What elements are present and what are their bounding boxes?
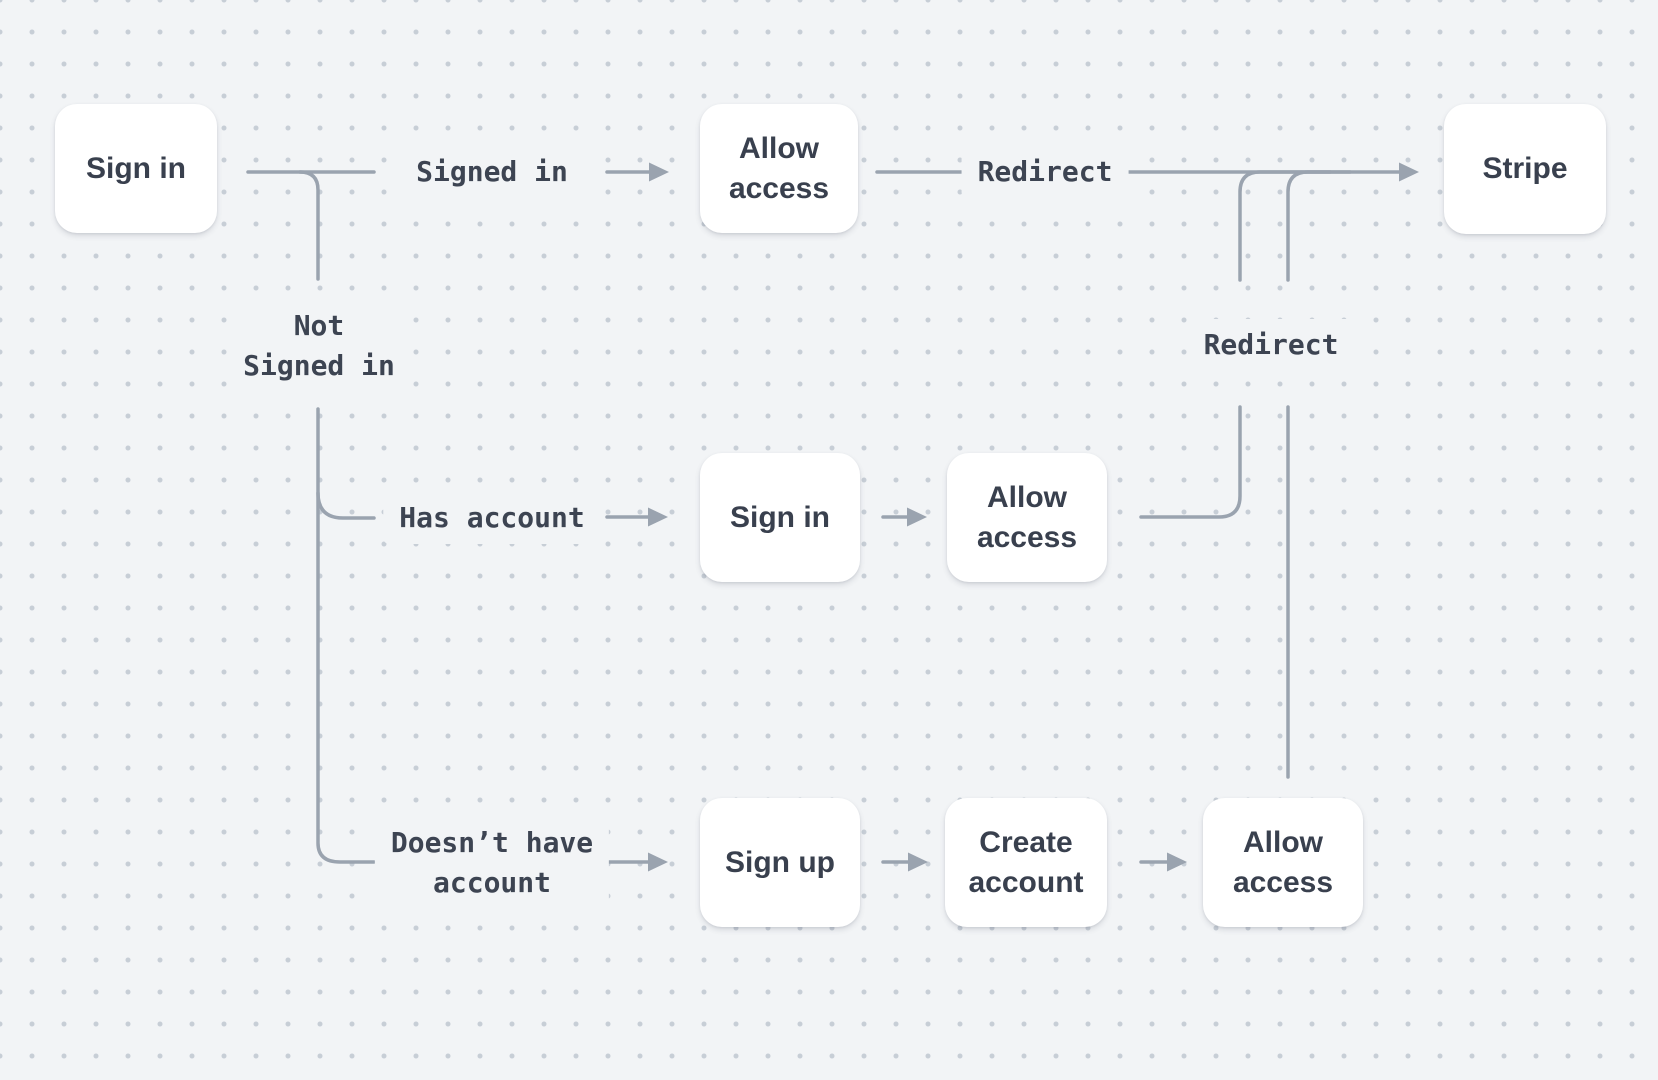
node-stripe[interactable]: Stripe (1444, 104, 1606, 234)
node-label-allow-access-returning: Allow access (976, 480, 1078, 554)
node-create-account[interactable]: Create account (945, 798, 1107, 927)
label-redirect-top[interactable]: Redirect (961, 146, 1129, 198)
node-label-allow-access-top: Allow access (728, 131, 830, 205)
label-signed-in[interactable]: Signed in (400, 146, 584, 198)
label-has-account[interactable]: Has account (383, 492, 601, 544)
edge-arrowhead-6[interactable] (1167, 852, 1187, 872)
edge-path-6[interactable] (1286, 170, 1352, 282)
edge-arrowhead-3[interactable] (907, 507, 927, 527)
node-label-sign-up: Sign up (725, 845, 835, 879)
node-sign-in-start[interactable]: Sign in (55, 104, 217, 233)
node-sign-up[interactable]: Sign up (700, 798, 860, 927)
edge-arrowhead-0[interactable] (649, 162, 669, 182)
label-doesnt-have[interactable]: Doesn’t have account (374, 817, 610, 909)
node-label-stripe: Stripe (1482, 152, 1568, 185)
edge-path-7[interactable] (316, 407, 376, 864)
edge-arrowhead-5[interactable] (908, 852, 928, 872)
edge-path-5[interactable] (1238, 170, 1332, 282)
node-label-allow-access-new: Allow access (1232, 825, 1334, 899)
node-allow-access-returning[interactable]: Allow access (947, 453, 1107, 582)
node-label-sign-in-start: Sign in (86, 151, 186, 185)
label-not-signed-in[interactable]: Not Signed in (227, 300, 411, 392)
label-redirect-mid[interactable]: Redirect (1187, 319, 1355, 371)
node-allow-access-top[interactable]: Allow access (700, 104, 858, 233)
edge-path-1[interactable] (298, 170, 320, 281)
edge-arrowhead-4[interactable] (648, 852, 668, 872)
edge-path-8[interactable] (316, 491, 376, 520)
edge-path-11[interactable] (1139, 405, 1242, 519)
node-label-sign-in-returning: Sign in (730, 500, 830, 534)
node-sign-in-returning[interactable]: Sign in (700, 453, 860, 582)
edge-arrowhead-1[interactable] (1399, 162, 1419, 182)
node-allow-access-new[interactable]: Allow access (1203, 798, 1363, 927)
edge-arrowhead-2[interactable] (648, 507, 668, 527)
node-label-create-account: Create account (968, 825, 1084, 899)
